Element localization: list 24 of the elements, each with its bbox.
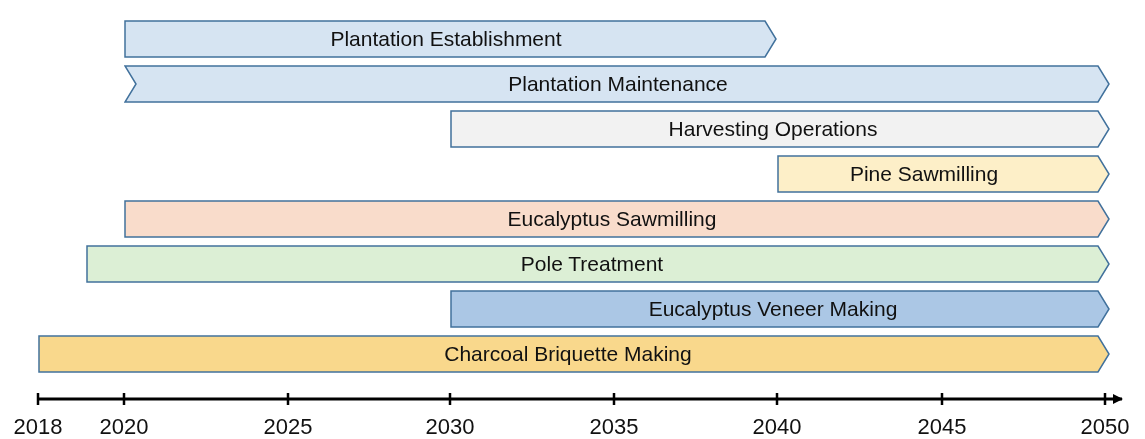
bar-label: Eucalyptus Veneer Making	[648, 297, 898, 321]
timeline-bar	[777, 155, 1110, 193]
year-label: 2050	[1080, 414, 1130, 439]
bar-label: Plantation Maintenance	[508, 72, 728, 96]
timeline-bar	[124, 65, 1110, 103]
year-label: 2035	[589, 414, 639, 439]
timeline-bar	[124, 200, 1110, 238]
bar-label: Plantation Establishment	[330, 27, 562, 51]
bar-label: Pole Treatment	[520, 252, 664, 276]
bar-label: Eucalyptus Sawmilling	[507, 207, 717, 231]
bar-label: Harvesting Operations	[668, 117, 878, 141]
year-label: 2020	[99, 414, 149, 439]
bar-label: Charcoal Briquette Making	[444, 342, 692, 366]
timeline-bar	[86, 245, 1110, 283]
year-label: 2045	[917, 414, 967, 439]
bar-label: Pine Sawmilling	[849, 162, 999, 186]
year-label: 2025	[263, 414, 313, 439]
year-label: 2030	[425, 414, 475, 439]
year-label: 2018	[13, 414, 63, 439]
timeline-bar	[450, 290, 1110, 328]
year-label: 2040	[752, 414, 802, 439]
timeline-bar	[124, 20, 777, 58]
timeline-bar	[38, 335, 1110, 373]
timeline-bar	[450, 110, 1110, 148]
